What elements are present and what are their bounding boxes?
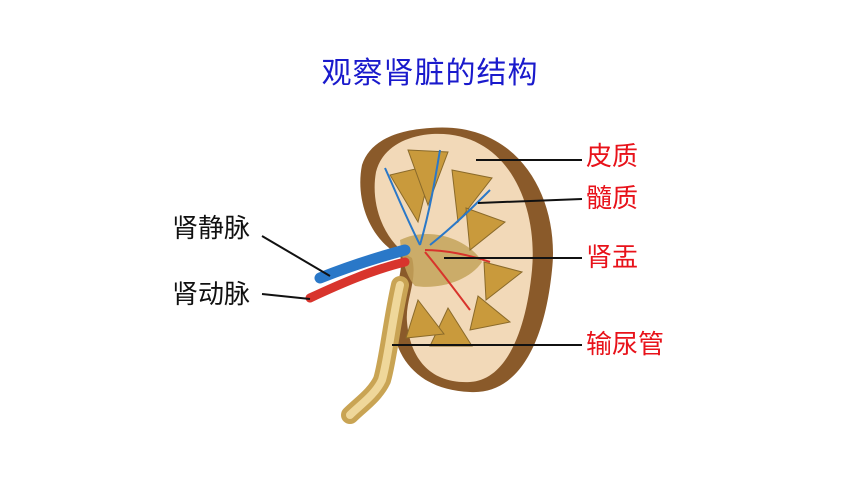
- pyramid: [451, 169, 493, 224]
- label-renal-artery: 肾动脉: [172, 280, 251, 310]
- renal-pelvis-region: [400, 233, 482, 287]
- vein-branch: [419, 149, 441, 246]
- label-medulla: 髓质: [586, 184, 639, 214]
- leader-medulla: [477, 198, 583, 204]
- pyramid: [465, 207, 507, 251]
- vein-branch: [384, 167, 421, 246]
- label-ureter: 输尿管: [586, 330, 665, 360]
- ureter-highlight: [346, 281, 404, 419]
- label-renal-pelvis: 肾盂: [586, 243, 639, 273]
- artery-branch: [424, 251, 471, 311]
- pyramid: [469, 295, 512, 331]
- leader-lines: [261, 159, 583, 346]
- leader-renal-vein: [261, 235, 331, 277]
- renal-artery: [305, 257, 410, 303]
- label-renal-vein: 肾静脉: [172, 214, 251, 244]
- pyramid: [483, 261, 524, 301]
- artery-branch: [424, 249, 491, 263]
- branch-vessels: [384, 149, 491, 311]
- pyramid: [405, 298, 445, 339]
- vein-branch: [429, 189, 491, 246]
- leader-renal-artery: [261, 293, 311, 300]
- page-title: 观察肾脏的结构: [321, 56, 539, 91]
- label-cortex: 皮质: [586, 142, 639, 172]
